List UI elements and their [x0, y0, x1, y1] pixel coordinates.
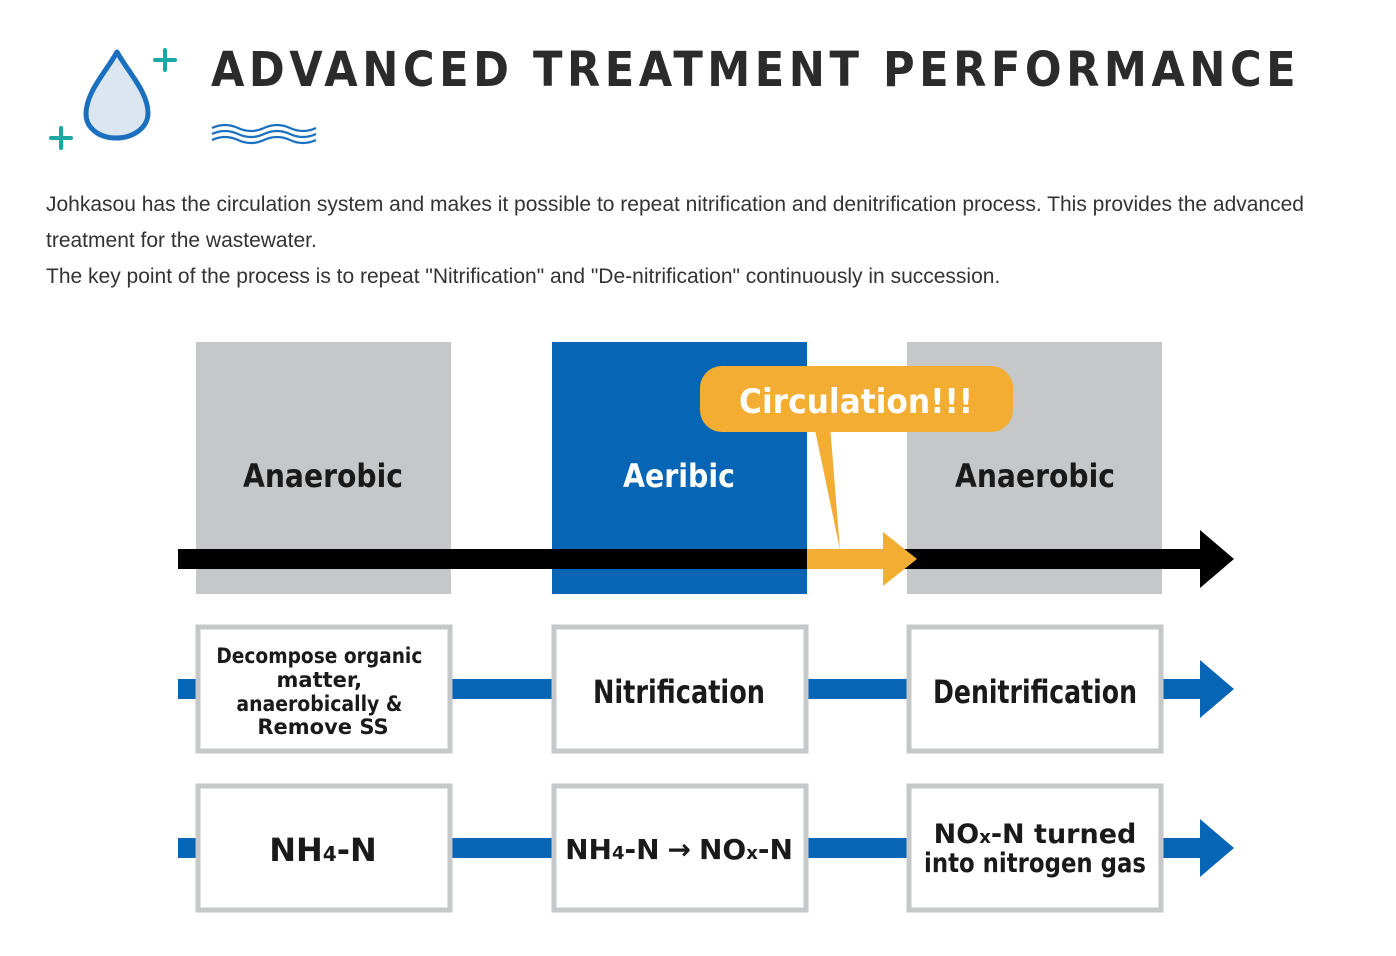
process-flow-line	[178, 679, 1208, 699]
process-box	[551, 624, 809, 754]
stage-label: Aeribic	[623, 457, 735, 495]
water-drop-icon	[49, 48, 177, 150]
intro-paragraph: The key point of the process is to repea…	[46, 265, 1001, 288]
stage-label: Anaerobic	[243, 457, 403, 495]
compound-box	[195, 783, 453, 913]
page-header: ADVANCED TREATMENT PERFORMANCE	[0, 0, 1396, 170]
main-flow-line	[178, 549, 1208, 569]
compound-box	[906, 783, 1164, 913]
process-text: Nitrification	[593, 673, 765, 711]
plus-icon	[153, 48, 177, 72]
compound-box	[551, 783, 809, 913]
arrow-right-icon	[1200, 530, 1234, 588]
intro-text: Johkasou has the circulation system and …	[46, 187, 1366, 295]
arrow-right-icon	[1200, 660, 1234, 718]
plus-icon	[49, 126, 73, 150]
circulation-label: Circulation!!!	[739, 382, 973, 422]
compound-text: into nitrogen gas	[924, 848, 1146, 879]
process-box	[195, 624, 453, 754]
arrow-right-icon	[1200, 819, 1234, 877]
compound-text: NH4-N→NOx-N	[565, 833, 793, 866]
callout-pointer	[814, 425, 840, 550]
water-drop-shape	[83, 49, 151, 141]
waves-icon	[211, 123, 317, 145]
process-text: Denitrification	[933, 673, 1137, 711]
circulation-callout	[700, 366, 1013, 432]
compound-flow-line	[178, 838, 1208, 858]
stage-label: Anaerobic	[955, 457, 1115, 495]
process-text: Decompose organic matter, anaerobically …	[216, 644, 429, 739]
process-box	[906, 624, 1164, 754]
intro-paragraph: Johkasou has the circulation system and …	[46, 193, 1304, 252]
compound-text: NH4-N	[269, 831, 377, 869]
page-title: ADVANCED TREATMENT PERFORMANCE	[211, 42, 1301, 98]
circulation-flow-segment	[807, 549, 889, 569]
arrow-right-icon	[883, 532, 917, 586]
compound-text: NOx-N turned	[934, 819, 1137, 850]
